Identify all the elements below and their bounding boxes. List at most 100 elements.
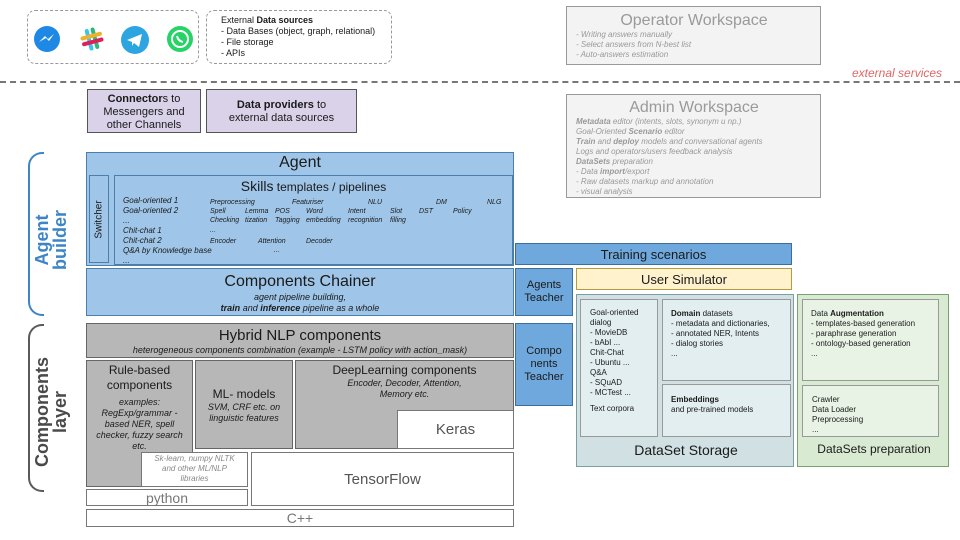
embeddings-box: Embeddings and pre-trained models [662,384,791,437]
external-services-label: external services [852,66,943,80]
admin-line: - Raw datasets markup and annotation [576,177,714,186]
ml-models-title: ML- models [212,387,276,401]
pipeline-attention: Attention [258,238,286,245]
aug-item: - paraphrase generation [811,329,897,338]
pipeline-lemmatization: Lemma tization [245,208,269,224]
corpus-item: Q&A [590,368,607,377]
agents-teacher: Agents Teacher [515,268,573,316]
ml-models: ML- models SVM, CRF etc. on linguistic f… [195,360,293,449]
admin-text: and [595,137,614,146]
source-item: - File storage [221,37,274,47]
admin-bold: deploy [613,137,639,146]
skill-item: Chit-chat 1 [123,226,162,235]
pipeline-policy: Policy [453,208,472,215]
admin-text: Goal-Oriented [576,127,629,136]
switcher-box: Switcher [89,175,109,263]
training-scenarios: Training scenarios [515,243,792,265]
chainer-line2: train and inference pipeline as a whole [221,303,380,314]
pipeline-slot-filling: Slot filling [390,208,406,224]
admin-text: preparation [610,157,653,166]
domain-rest: datasets [700,309,733,318]
admin-bold: Scenario [628,127,663,136]
external-data-sources: External Data sources - Data Bases (obje… [206,10,392,64]
pipeline-dots: ... [274,247,280,254]
connectors-rest: s to [162,93,181,105]
domain-item: - metadata and dictionaries, [671,319,770,328]
admin-line: Metadata editor (intents, slots, synonym… [576,117,820,127]
admin-bold: Train [576,137,596,146]
corpus-item: - Ubuntu ... [590,358,630,367]
sklearn-box: Sk-learn, numpy NLTK and other ML/NLP li… [141,452,248,487]
goal-oriented-list: Goal-oriented 1 Goal-oriented 2 ... Chit… [123,196,212,266]
messenger-icons-group [27,10,199,64]
skills-title: Skills templates / pipelines [115,176,512,197]
corpus-item: - SQuAD [590,378,623,387]
pipeline-pos-tagging: POS Tagging [275,208,300,224]
admin-bold: Metadata [576,117,611,126]
operator-workspace: Operator Workspace - Writing answers man… [566,6,821,65]
telegram-icon [121,26,149,54]
ml-models-desc: SVM, CRF etc. on linguistic features [207,402,281,423]
data-providers-rest: to [313,99,327,111]
deeplearning-title: DeepLearning components [332,363,477,377]
skill-item: ... [123,216,130,225]
operator-line: - Writing answers manually [576,30,673,39]
aug-item: - templates-based generation [811,319,916,328]
pipeline-nlg: NLG [487,199,502,206]
slack-icon [80,27,104,51]
skills-box: Skills templates / pipelines [114,175,513,265]
connectors-line3: other Channels [106,119,182,131]
aug-bold: Augmentation [830,309,884,318]
embeddings-bold: Embeddings [671,395,720,404]
operator-workspace-title: Operator Workspace [620,12,768,29]
tool-item: Crawler [812,395,840,404]
augmentation-title: Data Augmentation [811,309,938,319]
corpus-item: Chit-Chat [590,348,624,357]
operator-line: - Select answers from N-best list [576,40,692,49]
corpus-item: - MovieDB [590,328,628,337]
source-item: - APIs [221,48,246,58]
chainer-title: Components Chainer [224,273,376,290]
deeplearning-desc: Encoder, Decoder, Attention, Memory etc. [347,378,462,399]
chainer-train: train [220,303,241,313]
admin-line: - visual analysis [576,187,633,196]
hybrid-title: Hybrid NLP components [218,327,382,344]
pipeline-intent-recognition: Intent recognition [348,208,383,224]
admin-text: - Data [576,167,601,176]
python-box: python [86,489,248,506]
tensorflow-box: TensorFlow [251,452,514,506]
data-providers-bold: Data providers [236,99,314,111]
admin-line: DataSets preparation [576,157,820,167]
pipeline-word-embedding: Word embedding [306,208,341,224]
cpp-box: C++ [86,509,514,527]
hybrid-nlp-components: Hybrid NLP components heterogeneous comp… [86,323,514,358]
corpus-item: Goal-oriented dialog [590,308,639,327]
admin-workspace-title: Admin Workspace [629,99,759,116]
keras-box: Keras [397,410,514,449]
domain-item: - annotated NER, Intents [671,329,760,338]
chainer-line1: agent pipeline building, [253,292,347,302]
connectors-line1: Connectors to [108,93,181,106]
augmentation-box: Data Augmentation - templates-based gene… [802,299,939,381]
admin-line: Goal-Oriented Scenario editor [576,127,820,137]
chainer-inference: inference [260,303,301,313]
corpora-box: Goal-oriented dialog - MovieDB - bAbI ..… [580,299,658,437]
skill-item: Goal-oriented 1 [123,196,179,205]
components-teacher: Compo nents Teacher [515,323,573,406]
agent-builder-bracket [28,152,44,316]
operator-line: - Auto-answers estimation [576,50,669,59]
domain-title: Domain datasets [671,309,790,319]
corpus-item: - MCTest ... [590,388,631,397]
pipeline-preprocessing: Preprocessing [210,199,255,206]
domain-item: - dialog stories [671,339,724,348]
datasets-prep-title: DataSets preparation [817,442,931,456]
external-services-divider [0,81,960,83]
admin-text: editor (intents, slots, synonym u np.) [610,117,742,126]
connectors-line2: Messengers and [103,106,185,118]
data-providers-box: Data providers to external data sources [206,89,357,133]
external-data-sources-title: External Data sources [221,15,391,26]
components-layer-bracket [28,324,44,492]
skill-item: ... [123,256,130,265]
corpus-item: - bAbI ... [590,338,621,347]
embeddings-rest: and pre-trained models [671,405,754,414]
